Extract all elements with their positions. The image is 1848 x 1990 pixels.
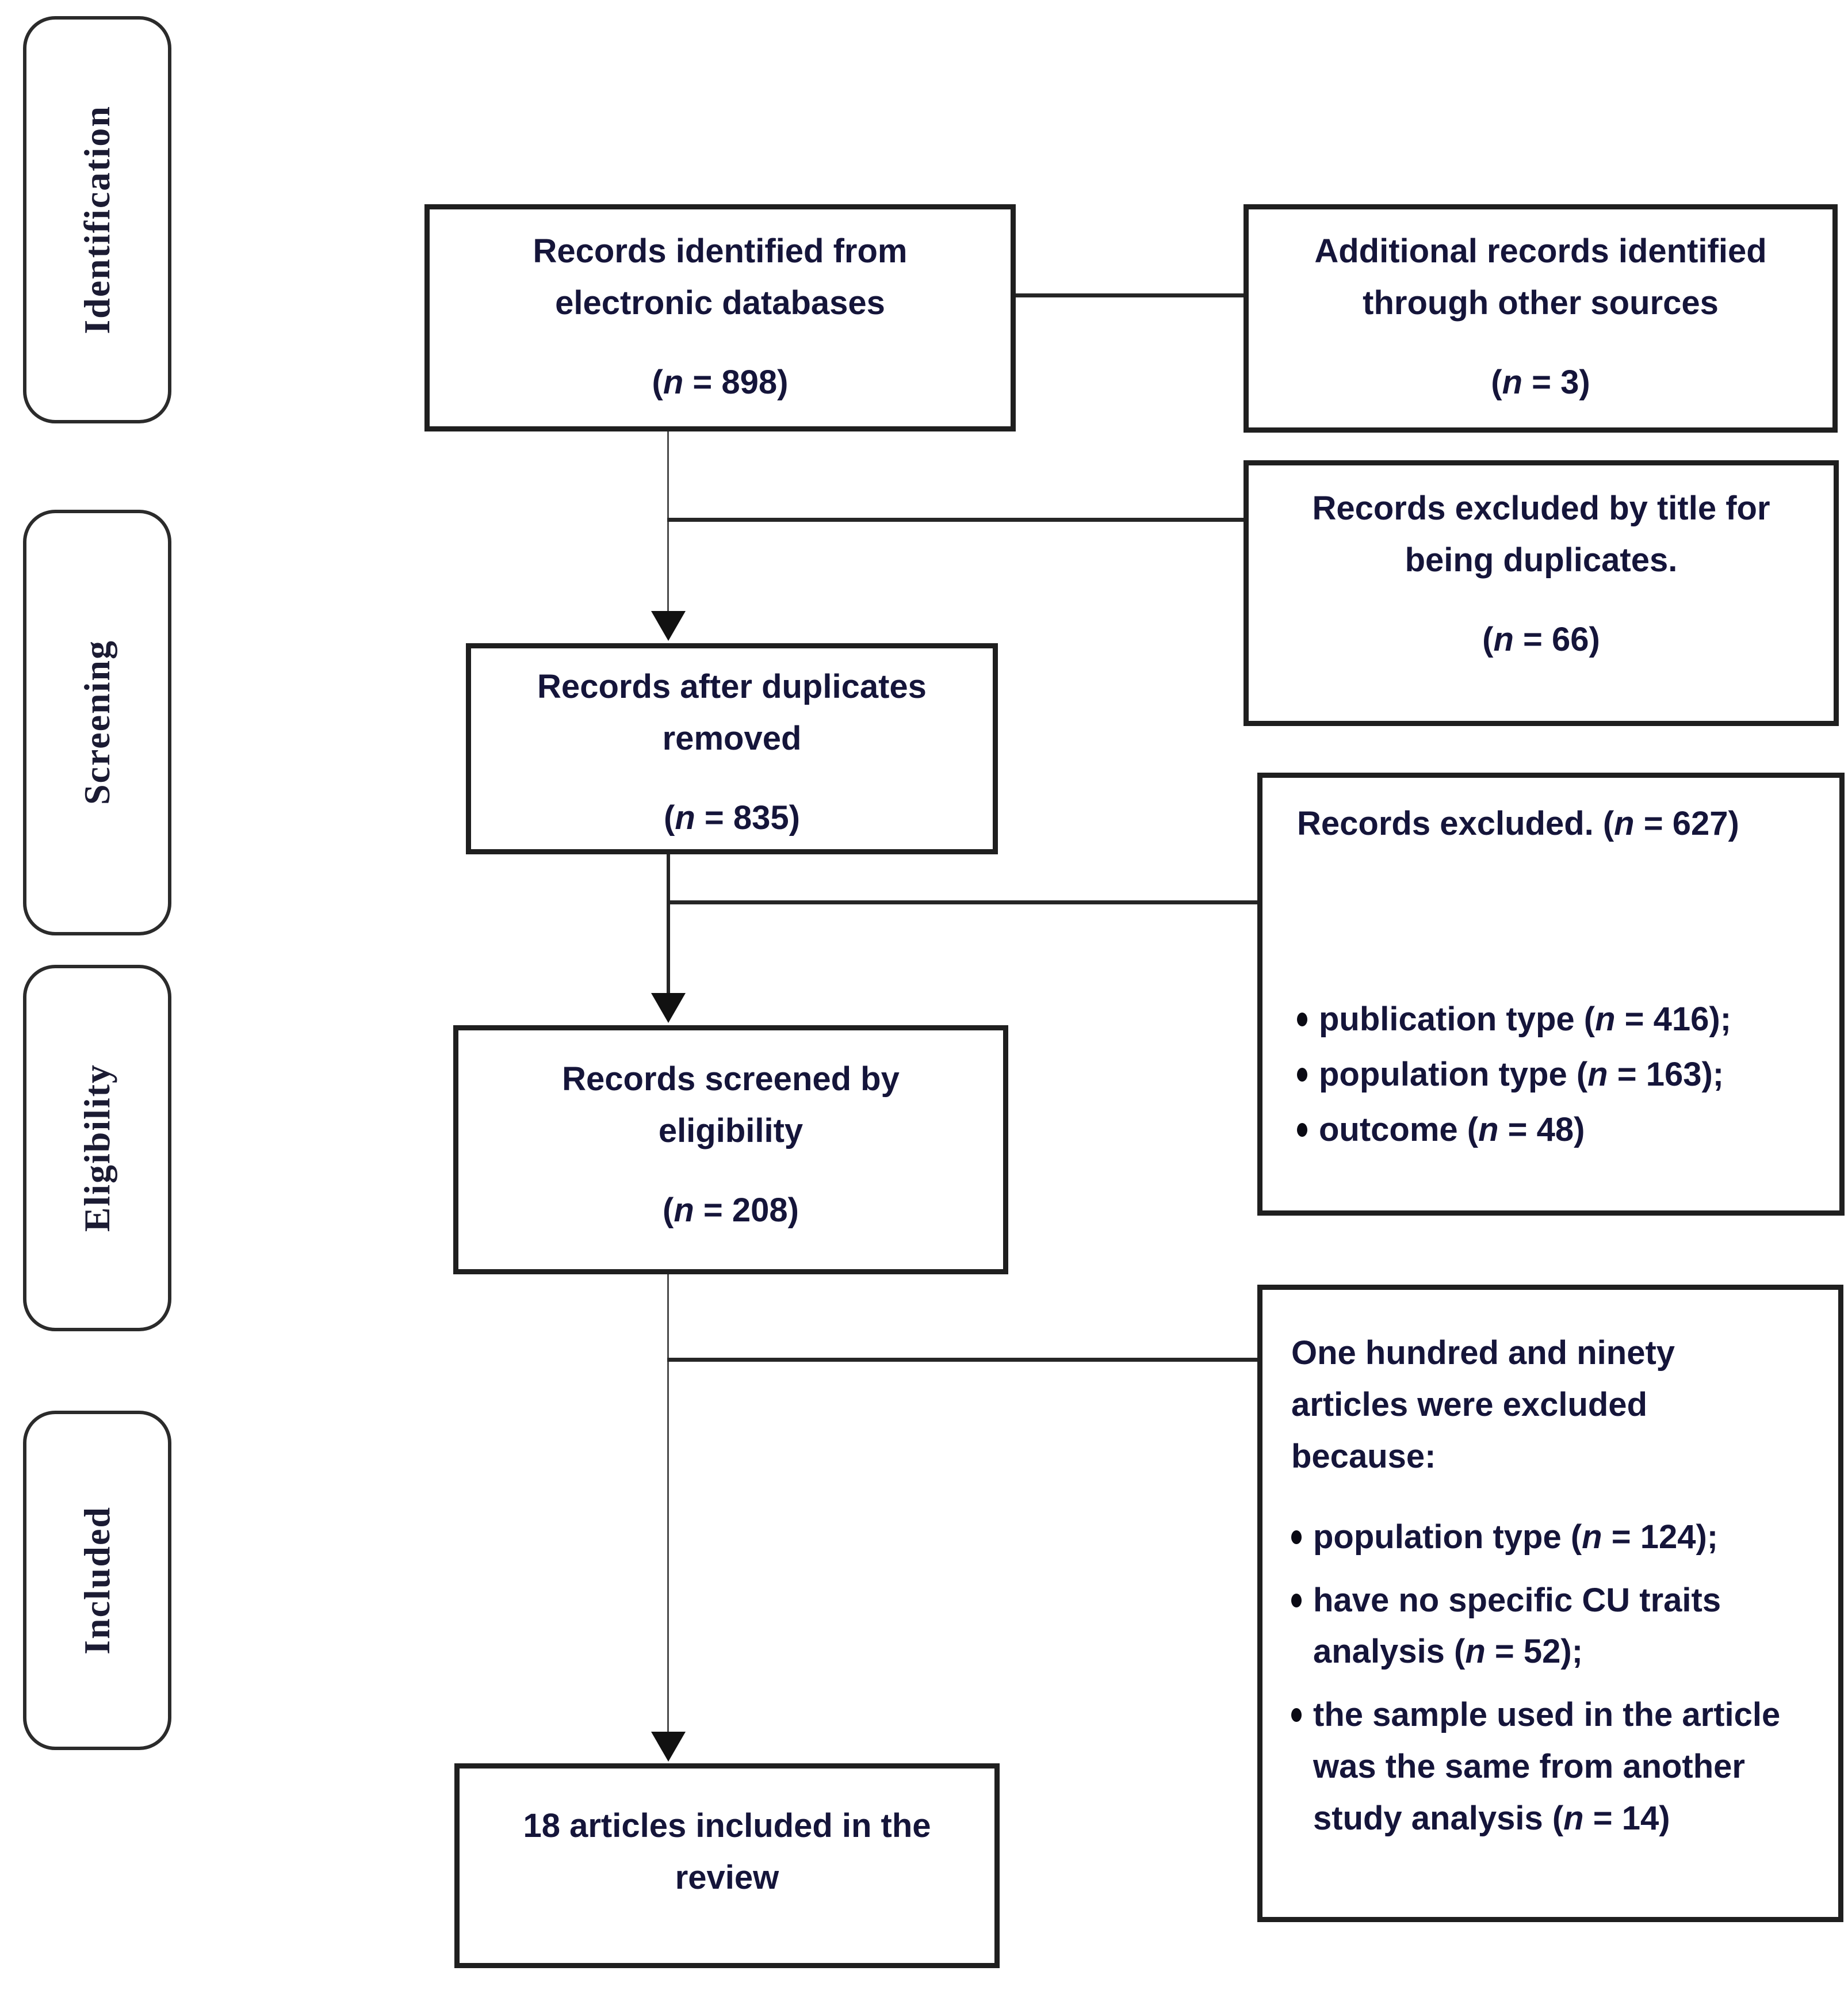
box-title: Records screened by eligibility <box>562 1060 900 1149</box>
box-count: (n = 835) <box>664 799 800 837</box>
box-records-excluded: Records excluded. (n = 627) publication … <box>1257 773 1845 1216</box>
bullet-dot-icon <box>1297 1122 1307 1137</box>
bullet-item: have no specific CU traits analysis (n =… <box>1291 1575 1821 1678</box>
stage-label-text: Eligibility <box>76 1064 117 1232</box>
box-count: (n = 898) <box>652 363 789 401</box>
box-intro: One hundred and ninety articles were exc… <box>1291 1334 1675 1475</box>
bullet-dot-icon <box>1297 1067 1307 1082</box>
bullet-item: outcome (n = 48) <box>1297 1104 1816 1156</box>
connector-afterdup-down <box>667 854 670 998</box>
bullet-text: the sample used in the article was the s… <box>1313 1696 1781 1838</box>
box-additional-records: Additional records identified through ot… <box>1244 204 1838 433</box>
connector-identified-down <box>667 431 669 617</box>
bullet-item: population type (n = 163); <box>1297 1049 1816 1101</box>
bullet-dot-icon <box>1291 1708 1302 1722</box>
bullet-list: publication type (n = 416); population t… <box>1297 994 1816 1156</box>
connector-screened-down <box>667 1274 669 1737</box>
connector-branch-duplicates-excluded <box>667 518 1244 522</box>
box-title: Records excluded by title for being dupl… <box>1312 490 1770 579</box>
connector-identified-to-additional <box>1015 293 1244 297</box>
box-duplicates-excluded: Records excluded by title for being dupl… <box>1244 460 1839 726</box>
box-title: Records excluded. (n = 627) <box>1297 805 1739 842</box>
stage-label-screening: Screening <box>23 510 171 935</box>
stage-label-text: Identification <box>76 105 117 334</box>
stage-label-identification: Identification <box>23 16 171 423</box>
box-title: Records after duplicates removed <box>537 668 927 757</box>
box-after-duplicates: Records after duplicates removed (n = 83… <box>466 643 998 854</box>
bullet-dot-icon <box>1297 1012 1307 1026</box>
bullet-dot-icon <box>1291 1530 1302 1544</box>
box-count: (n = 208) <box>663 1191 799 1229</box>
box-title: 18 articles included in the review <box>523 1807 931 1896</box>
box-count: (n = 3) <box>1491 363 1590 401</box>
arrow-down-icon <box>651 611 686 641</box>
bullet-item: population type (n = 124); <box>1291 1511 1821 1563</box>
stage-label-eligibility: Eligibility <box>23 965 171 1331</box>
box-count: (n = 66) <box>1482 620 1600 658</box>
bullet-item: the sample used in the article was the s… <box>1291 1689 1821 1844</box>
bullet-text: publication type (n = 416); <box>1319 1000 1732 1038</box>
bullet-item: publication type (n = 416); <box>1297 994 1816 1045</box>
box-records-screened: Records screened by eligibility (n = 208… <box>453 1025 1008 1274</box>
box-articles-included: 18 articles included in the review <box>454 1763 1000 1968</box>
arrow-down-icon <box>651 993 686 1023</box>
box-title: Records identified from electronic datab… <box>533 232 908 322</box>
stage-label-text: Screening <box>76 640 117 805</box>
bullet-text: outcome (n = 48) <box>1319 1110 1585 1148</box>
bullet-list: population type (n = 124); have no speci… <box>1291 1511 1821 1844</box>
box-records-identified: Records identified from electronic datab… <box>424 204 1016 431</box>
bullet-text: have no specific CU traits analysis (n =… <box>1313 1581 1721 1671</box>
connector-branch-records-excluded <box>667 900 1257 904</box>
stage-label-text: Included <box>76 1506 117 1655</box>
bullet-text: population type (n = 163); <box>1319 1055 1724 1093</box>
bullet-dot-icon <box>1291 1593 1302 1607</box>
bullet-text: population type (n = 124); <box>1313 1518 1719 1556</box>
box-articles-excluded: One hundred and ninety articles were exc… <box>1257 1285 1843 1922</box>
connector-branch-articles-excluded <box>667 1358 1257 1362</box>
box-title: Additional records identified through ot… <box>1314 232 1767 322</box>
arrow-down-icon <box>651 1732 686 1762</box>
stage-label-included: Included <box>23 1411 171 1750</box>
